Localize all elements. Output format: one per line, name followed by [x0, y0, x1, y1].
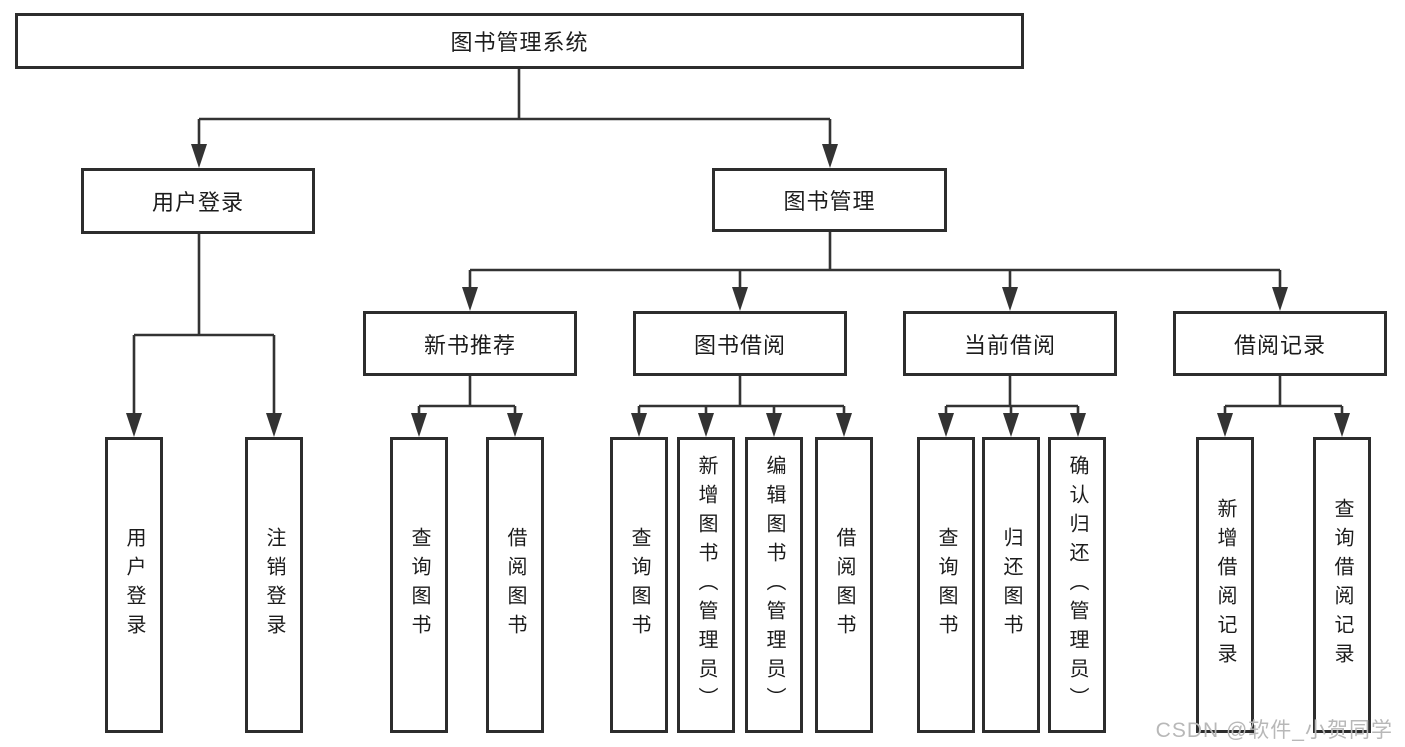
node-book-management: 图书管理: [712, 168, 947, 232]
arrowhead: [1334, 413, 1350, 437]
arrowhead: [411, 413, 427, 437]
leaf-add-books-admin: 新增图书（管理员）: [677, 437, 735, 733]
connector-book-borrow: [637, 376, 846, 414]
arrowhead: [191, 144, 207, 168]
arrowhead: [698, 413, 714, 437]
node-user-login: 用户登录: [81, 168, 315, 234]
arrowhead: [938, 413, 954, 437]
connector-user-login: [132, 234, 276, 415]
leaf-edit-books-admin: 编辑图书（管理员）: [745, 437, 803, 733]
leaf-query-books-2: 查询图书: [610, 437, 668, 733]
leaf-borrow-books-1: 借阅图书: [486, 437, 544, 733]
leaf-logout: 注销登录: [245, 437, 303, 733]
arrowhead: [766, 413, 782, 437]
node-book-borrow: 图书借阅: [633, 311, 847, 376]
csdn-watermark: CSDN @软件_小贺同学: [1155, 719, 1393, 742]
arrowhead: [1070, 413, 1086, 437]
arrowhead: [631, 413, 647, 437]
leaf-return-books: 归还图书: [982, 437, 1040, 733]
node-borrow-records: 借阅记录: [1173, 311, 1387, 376]
connector-new-books: [417, 376, 517, 414]
arrowhead: [1002, 287, 1018, 311]
arrowhead: [732, 287, 748, 311]
arrowhead: [822, 144, 838, 168]
leaf-add-borrow-record: 新增借阅记录: [1196, 437, 1254, 733]
connector-root: [197, 69, 832, 146]
arrowhead: [1003, 413, 1019, 437]
leaf-user-login: 用户登录: [105, 437, 163, 733]
connector-borrow-records: [1223, 376, 1344, 414]
arrowhead: [1272, 287, 1288, 311]
arrowhead: [462, 287, 478, 311]
arrowhead: [1217, 413, 1233, 437]
leaf-borrow-books-2: 借阅图书: [815, 437, 873, 733]
node-current-borrow: 当前借阅: [903, 311, 1117, 376]
node-new-book-recommend: 新书推荐: [363, 311, 577, 376]
leaf-query-books-3: 查询图书: [917, 437, 975, 733]
arrowhead: [126, 413, 142, 437]
arrowhead: [507, 413, 523, 437]
arrowhead: [266, 413, 282, 437]
leaf-query-books-1: 查询图书: [390, 437, 448, 733]
connector-book-mgmt: [468, 232, 1282, 289]
leaf-query-borrow-record: 查询借阅记录: [1313, 437, 1371, 733]
node-root-system: 图书管理系统: [15, 13, 1024, 69]
leaf-confirm-return-admin: 确认归还（管理员）: [1048, 437, 1106, 733]
connector-current-borrow: [944, 376, 1080, 414]
arrowhead: [836, 413, 852, 437]
